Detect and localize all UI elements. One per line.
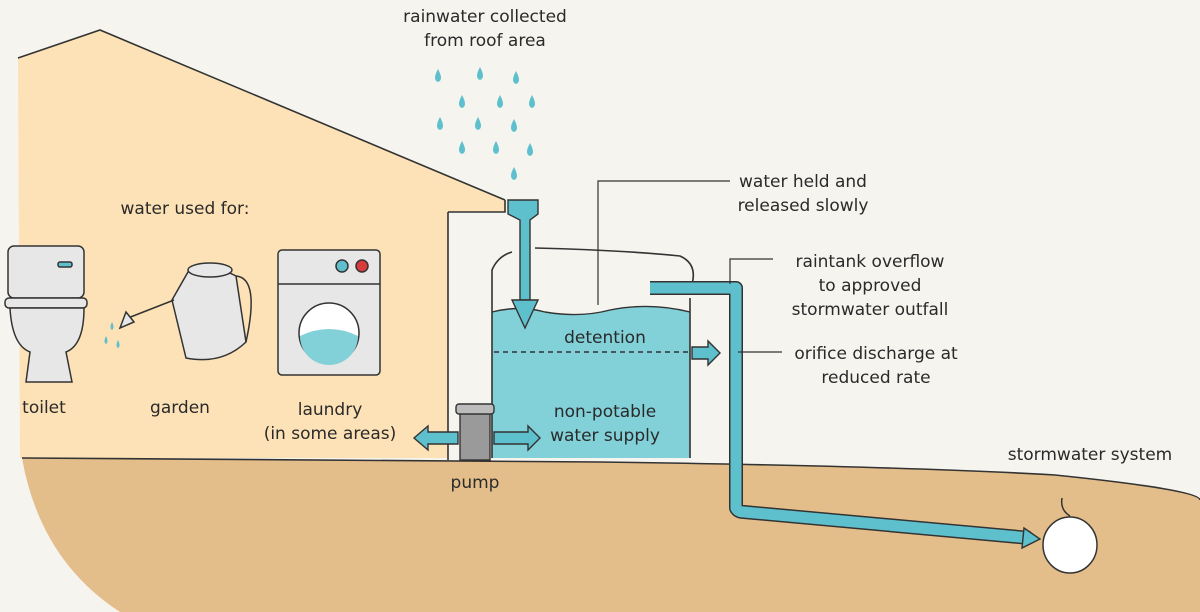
- rain-drop: [529, 95, 535, 108]
- label-non-potable: non-potable water supply: [550, 402, 660, 446]
- label-rain: rainwater collected from roof area: [403, 7, 567, 51]
- callout-leader-lines: [597, 180, 782, 353]
- rain-tank: [491, 247, 695, 458]
- rain-drop: [477, 67, 483, 80]
- label-detention: detention: [564, 328, 646, 348]
- label-overflow: raintank overflow to approved stormwater…: [791, 252, 949, 320]
- toilet-icon: [4, 245, 88, 383]
- rain-drops: [435, 67, 535, 180]
- rain-drop: [497, 95, 503, 108]
- rain-drop: [459, 95, 465, 108]
- label-garden: garden: [150, 398, 210, 418]
- rain-drop: [511, 167, 517, 180]
- pump: [412, 403, 541, 461]
- label-water-used-for: water used for:: [120, 199, 250, 219]
- label-pump: pump: [450, 473, 500, 493]
- label-toilet: toilet: [22, 398, 66, 418]
- label-water-held: water held and released slowly: [737, 172, 869, 216]
- orifice-outlet-arrow: [691, 339, 721, 367]
- label-orifice: orifice discharge at reduced rate: [794, 344, 958, 388]
- rain-drop: [459, 141, 465, 154]
- stormwater-pit: [1042, 497, 1098, 574]
- ground: [21, 457, 1200, 612]
- rain-drop: [475, 117, 481, 130]
- overflow-pipe: [650, 281, 1042, 550]
- watering-can-icon: [104, 262, 252, 361]
- label-laundry: laundry (in some areas): [263, 400, 397, 444]
- house-silhouette: [17, 29, 506, 460]
- rain-drop: [493, 141, 499, 154]
- washing-machine-icon: [277, 249, 381, 376]
- rain-drop: [437, 117, 443, 130]
- rain-drop: [527, 143, 533, 156]
- label-stormwater-system: stormwater system: [1007, 445, 1173, 465]
- rain-drop: [513, 71, 519, 84]
- rain-drop: [511, 119, 517, 132]
- rain-drop: [435, 69, 441, 82]
- downpipe: [507, 199, 540, 330]
